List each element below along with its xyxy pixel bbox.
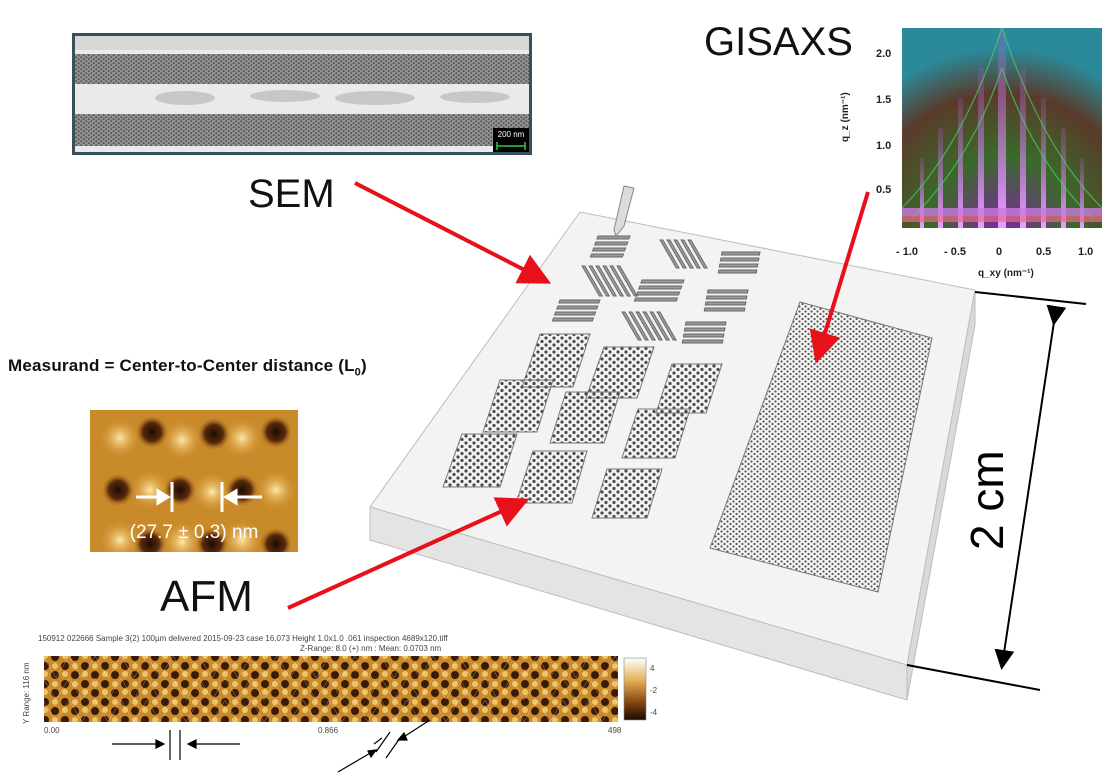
afm-cantilever: [613, 185, 635, 238]
gisaxs-arrow: [809, 191, 870, 364]
grating-pads: [551, 235, 761, 344]
gisaxs-ytick-3: 1.0: [876, 140, 892, 152]
afm-colorbar-bot: -4: [650, 708, 658, 717]
gisaxs-ytick-2: 1.5: [876, 94, 892, 106]
afm-colorbar-top: 4: [650, 664, 655, 673]
gisaxs-xtick-4: 0.5: [1036, 246, 1052, 258]
measurand-subscript: 0: [354, 366, 361, 379]
afm-zoom-value: (27.7 ± 0.3) nm: [129, 522, 259, 543]
dot-array-wells: [442, 333, 723, 519]
afm-strip-art: [44, 656, 647, 773]
afm-strip-x-mid: 0.866: [318, 726, 339, 735]
block-right-side: [906, 289, 976, 701]
gisaxs-ytick-4: 0.5: [876, 184, 892, 196]
gisaxs-xtick-2: - 0.5: [944, 246, 967, 258]
measurand-suffix: ): [360, 356, 367, 375]
afm-colorbar-mid: -2: [650, 686, 658, 695]
dimension-extension-bottom: [906, 664, 1041, 691]
afm-arrow: [287, 497, 530, 610]
gisaxs-y-axis-label: q_z (nm⁻¹): [840, 92, 851, 142]
dimension-arrow: [994, 304, 1067, 670]
afm-strip-header: 150912 022666 Sample 3(2) 100µm delivere…: [38, 634, 448, 643]
afm-strip-subheader: Z-Range: 8.0 (+) nm : Mean: 0.0703 nm: [300, 644, 442, 653]
measurand-caption: Measurand = Center-to-Center distance (L…: [8, 356, 367, 378]
sem-scale-bar-label: 200 nm: [498, 130, 525, 139]
gisaxs-label: GISAXS: [704, 20, 853, 64]
sem-scale-bar: [496, 142, 526, 150]
sem-micrograph: 200 nm: [72, 33, 532, 155]
afm-strip-x-end: 498: [608, 726, 622, 735]
dimension-extension-top: [974, 291, 1087, 305]
gisaxs-pattern-art: [901, 27, 1103, 228]
gisaxs-xtick-3: 0: [996, 246, 1003, 258]
dimension-label: 2 cm: [961, 450, 1013, 550]
sem-label: SEM: [248, 172, 335, 216]
afm-zoom-art: [90, 410, 298, 552]
sem-micrograph-art: 200 nm: [75, 36, 529, 152]
sem-arrow: [354, 181, 552, 284]
gisaxs-xtick-5: 1.0: [1078, 246, 1094, 258]
afm-zoom-image: (27.7 ± 0.3) nm: [90, 410, 298, 552]
gisaxs-xtick-1: - 1.0: [896, 246, 919, 258]
afm-strip-x-start: 0.00: [44, 726, 60, 735]
gisaxs-pattern: [901, 27, 1103, 228]
afm-zoom-markers: [136, 482, 262, 512]
afm-scan-strip: 150912 022666 Sample 3(2) 100µm delivere…: [22, 634, 690, 784]
afm-label: AFM: [160, 572, 253, 621]
gisaxs-ytick-1: 2.0: [876, 48, 892, 60]
measurand-prefix: Measurand = Center-to-Center distance (L: [8, 356, 355, 375]
gisaxs-x-axis-label: q_xy (nm⁻¹): [978, 268, 1034, 279]
large-dot-array-area: [709, 301, 933, 593]
afm-strip-markers: [112, 719, 431, 773]
